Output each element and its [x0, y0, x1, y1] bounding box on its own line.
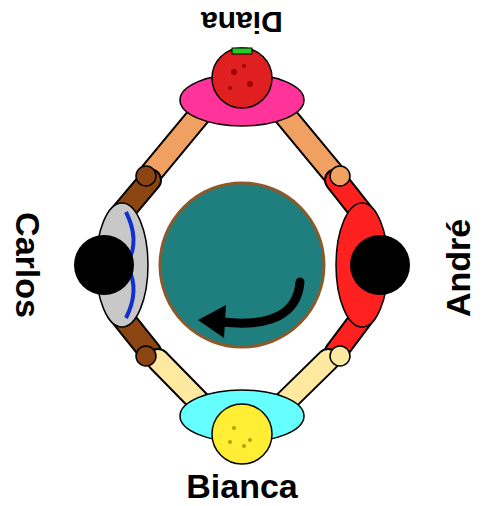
- person-name: Bianca: [186, 469, 298, 503]
- person-name: André: [441, 219, 475, 317]
- person-name: Diana: [201, 7, 283, 37]
- person-name: Carlos: [11, 212, 45, 318]
